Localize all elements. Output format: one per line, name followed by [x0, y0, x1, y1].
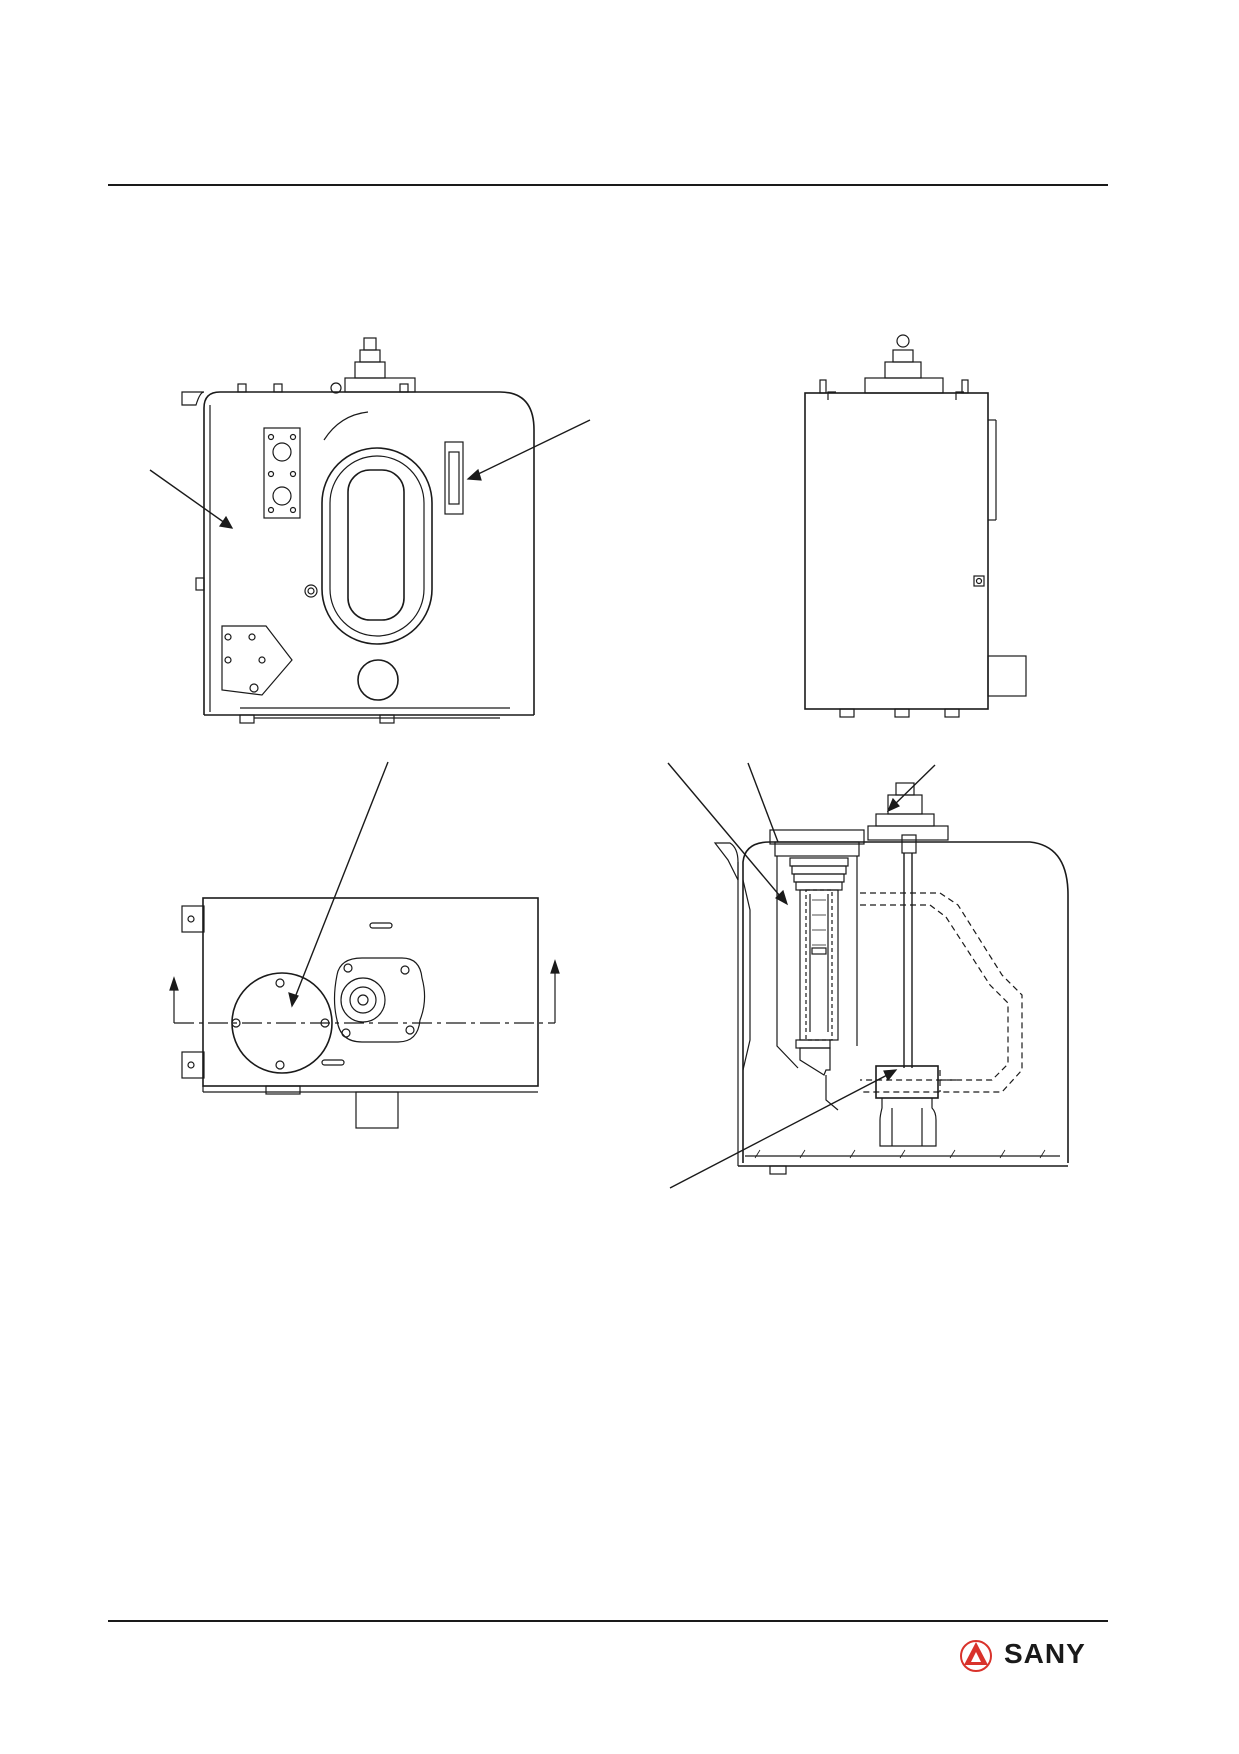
front-view — [149, 337, 591, 724]
footer-rule — [108, 1620, 1108, 1622]
side-view — [804, 334, 1027, 718]
sany-logo-icon — [960, 1640, 992, 1672]
top-view — [169, 761, 560, 1129]
header-rule — [108, 184, 1108, 186]
brand-name: SANY — [1004, 1638, 1086, 1669]
sectional-view — [667, 762, 1069, 1189]
